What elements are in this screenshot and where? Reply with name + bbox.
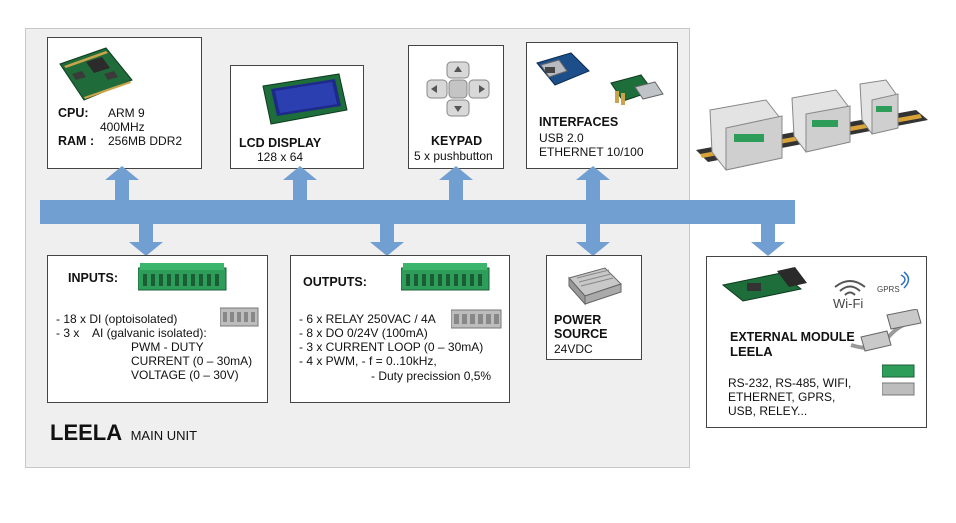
- power-voltage: 24VDC: [554, 342, 593, 356]
- inputs-line-pwm: PWM - DUTY: [131, 340, 204, 354]
- green-terminal-image: [401, 263, 490, 291]
- outputs-title: OUTPUTS:: [303, 275, 367, 289]
- lcd-box: LCD DISPLAY 128 x 64: [230, 65, 364, 169]
- green-terminal-image: [138, 263, 227, 291]
- keypad-box: KEYPAD 5 x pushbutton: [408, 45, 504, 169]
- arrow-cpu: [105, 166, 139, 202]
- outputs-box: OUTPUTS: - 6 x RELAY 250VAC / 4A - 8 x D…: [290, 255, 510, 403]
- inputs-box: INPUTS: - 18 x DI (optoisolated) - 3 x A…: [47, 255, 268, 403]
- gprs-signal-icon: [900, 271, 910, 289]
- power-supply-image: [568, 267, 622, 306]
- grey-terminal-image: [220, 307, 259, 327]
- outputs-line-relay: - 6 x RELAY 250VAC / 4A: [299, 312, 436, 326]
- arrow-external: [751, 222, 785, 256]
- arrow-power: [576, 222, 610, 256]
- brand-subtitle: MAIN UNIT: [130, 428, 198, 443]
- inputs-line-voltage: VOLTAGE (0 – 30V): [131, 368, 239, 382]
- inputs-title: INPUTS:: [68, 271, 118, 285]
- cpu-board-image: [59, 47, 133, 101]
- cpu-label: CPU:: [58, 106, 89, 120]
- external-title-leela: LEELA: [730, 344, 773, 359]
- ram-value: 256MB DDR2: [108, 134, 183, 148]
- lcd-resolution: 128 x 64: [257, 150, 304, 164]
- interfaces-box: INTERFACES USB 2.0 ETHERNET 10/100: [526, 42, 678, 169]
- ram-label: RAM :: [58, 134, 95, 148]
- external-line-3: USB, RELEY...: [728, 404, 808, 418]
- inputs-line-current: CURRENT (0 – 30mA): [131, 354, 253, 368]
- cpu-speed: 400MHz: [100, 120, 145, 134]
- power-box: POWER SOURCE 24VDC: [546, 255, 642, 360]
- keypad-detail: 5 x pushbutton: [414, 149, 493, 163]
- wifi-icon: [834, 280, 866, 296]
- interfaces-usb: USB 2.0: [539, 131, 584, 145]
- inputs-line-ai: - 3 x AI (galvanic isolated):: [56, 326, 207, 340]
- lcd-title: LCD DISPLAY: [239, 136, 322, 150]
- grey-terminal-image: [451, 309, 502, 329]
- gprs-label: GPRS: [877, 285, 900, 294]
- system-bus: [40, 200, 795, 224]
- arrow-inputs: [129, 222, 163, 256]
- wifi-label: Wi-Fi: [833, 296, 864, 311]
- interfaces-ethernet: ETHERNET 10/100: [539, 145, 644, 159]
- power-title-1: POWER: [554, 313, 602, 327]
- keypad-image: [426, 61, 490, 117]
- keypad-title: KEYPAD: [431, 134, 483, 148]
- arrow-interfaces: [576, 166, 610, 202]
- external-line-2: ETHERNET, GPRS,: [728, 390, 836, 404]
- interfaces-image: [536, 52, 664, 105]
- external-board-image: [721, 267, 807, 302]
- outputs-line-pwm: - 4 x PWM, - f = 0..10kHz,: [299, 354, 437, 368]
- inputs-line-di: - 18 x DI (optoisolated): [56, 312, 178, 326]
- arrow-lcd: [283, 166, 317, 202]
- brand-name: LEELA: [50, 420, 123, 445]
- interfaces-title: INTERFACES: [539, 115, 619, 129]
- cpu-value: ARM 9: [108, 106, 145, 120]
- external-title: EXTERNAL MODULE: [730, 330, 855, 344]
- outputs-line-do: - 8 x DO 0/24V (100mA): [299, 326, 428, 340]
- terminal-blocks-image: [882, 364, 915, 396]
- external-line-1: RS-232, RS-485, WIFI,: [728, 376, 852, 390]
- external-module-box: Wi-Fi GPRS EXTERNAL MODULE LEELA RS-232,…: [706, 256, 927, 428]
- din-rail-modules-image: [696, 79, 928, 171]
- cpu-box: CPU: ARM 9 400MHz RAM : 256MB DDR2: [47, 37, 202, 169]
- arrow-outputs: [370, 222, 404, 256]
- lcd-display-image: [262, 73, 348, 125]
- outputs-line-current-loop: - 3 x CURRENT LOOP (0 – 30mA): [299, 340, 484, 354]
- power-title-2: SOURCE: [554, 327, 608, 341]
- arrow-keypad: [439, 166, 473, 202]
- outputs-line-duty: - Duty precission 0,5%: [371, 369, 492, 383]
- main-unit-label: LEELA MAIN UNIT: [50, 420, 197, 446]
- serial-cable-image: [850, 309, 922, 352]
